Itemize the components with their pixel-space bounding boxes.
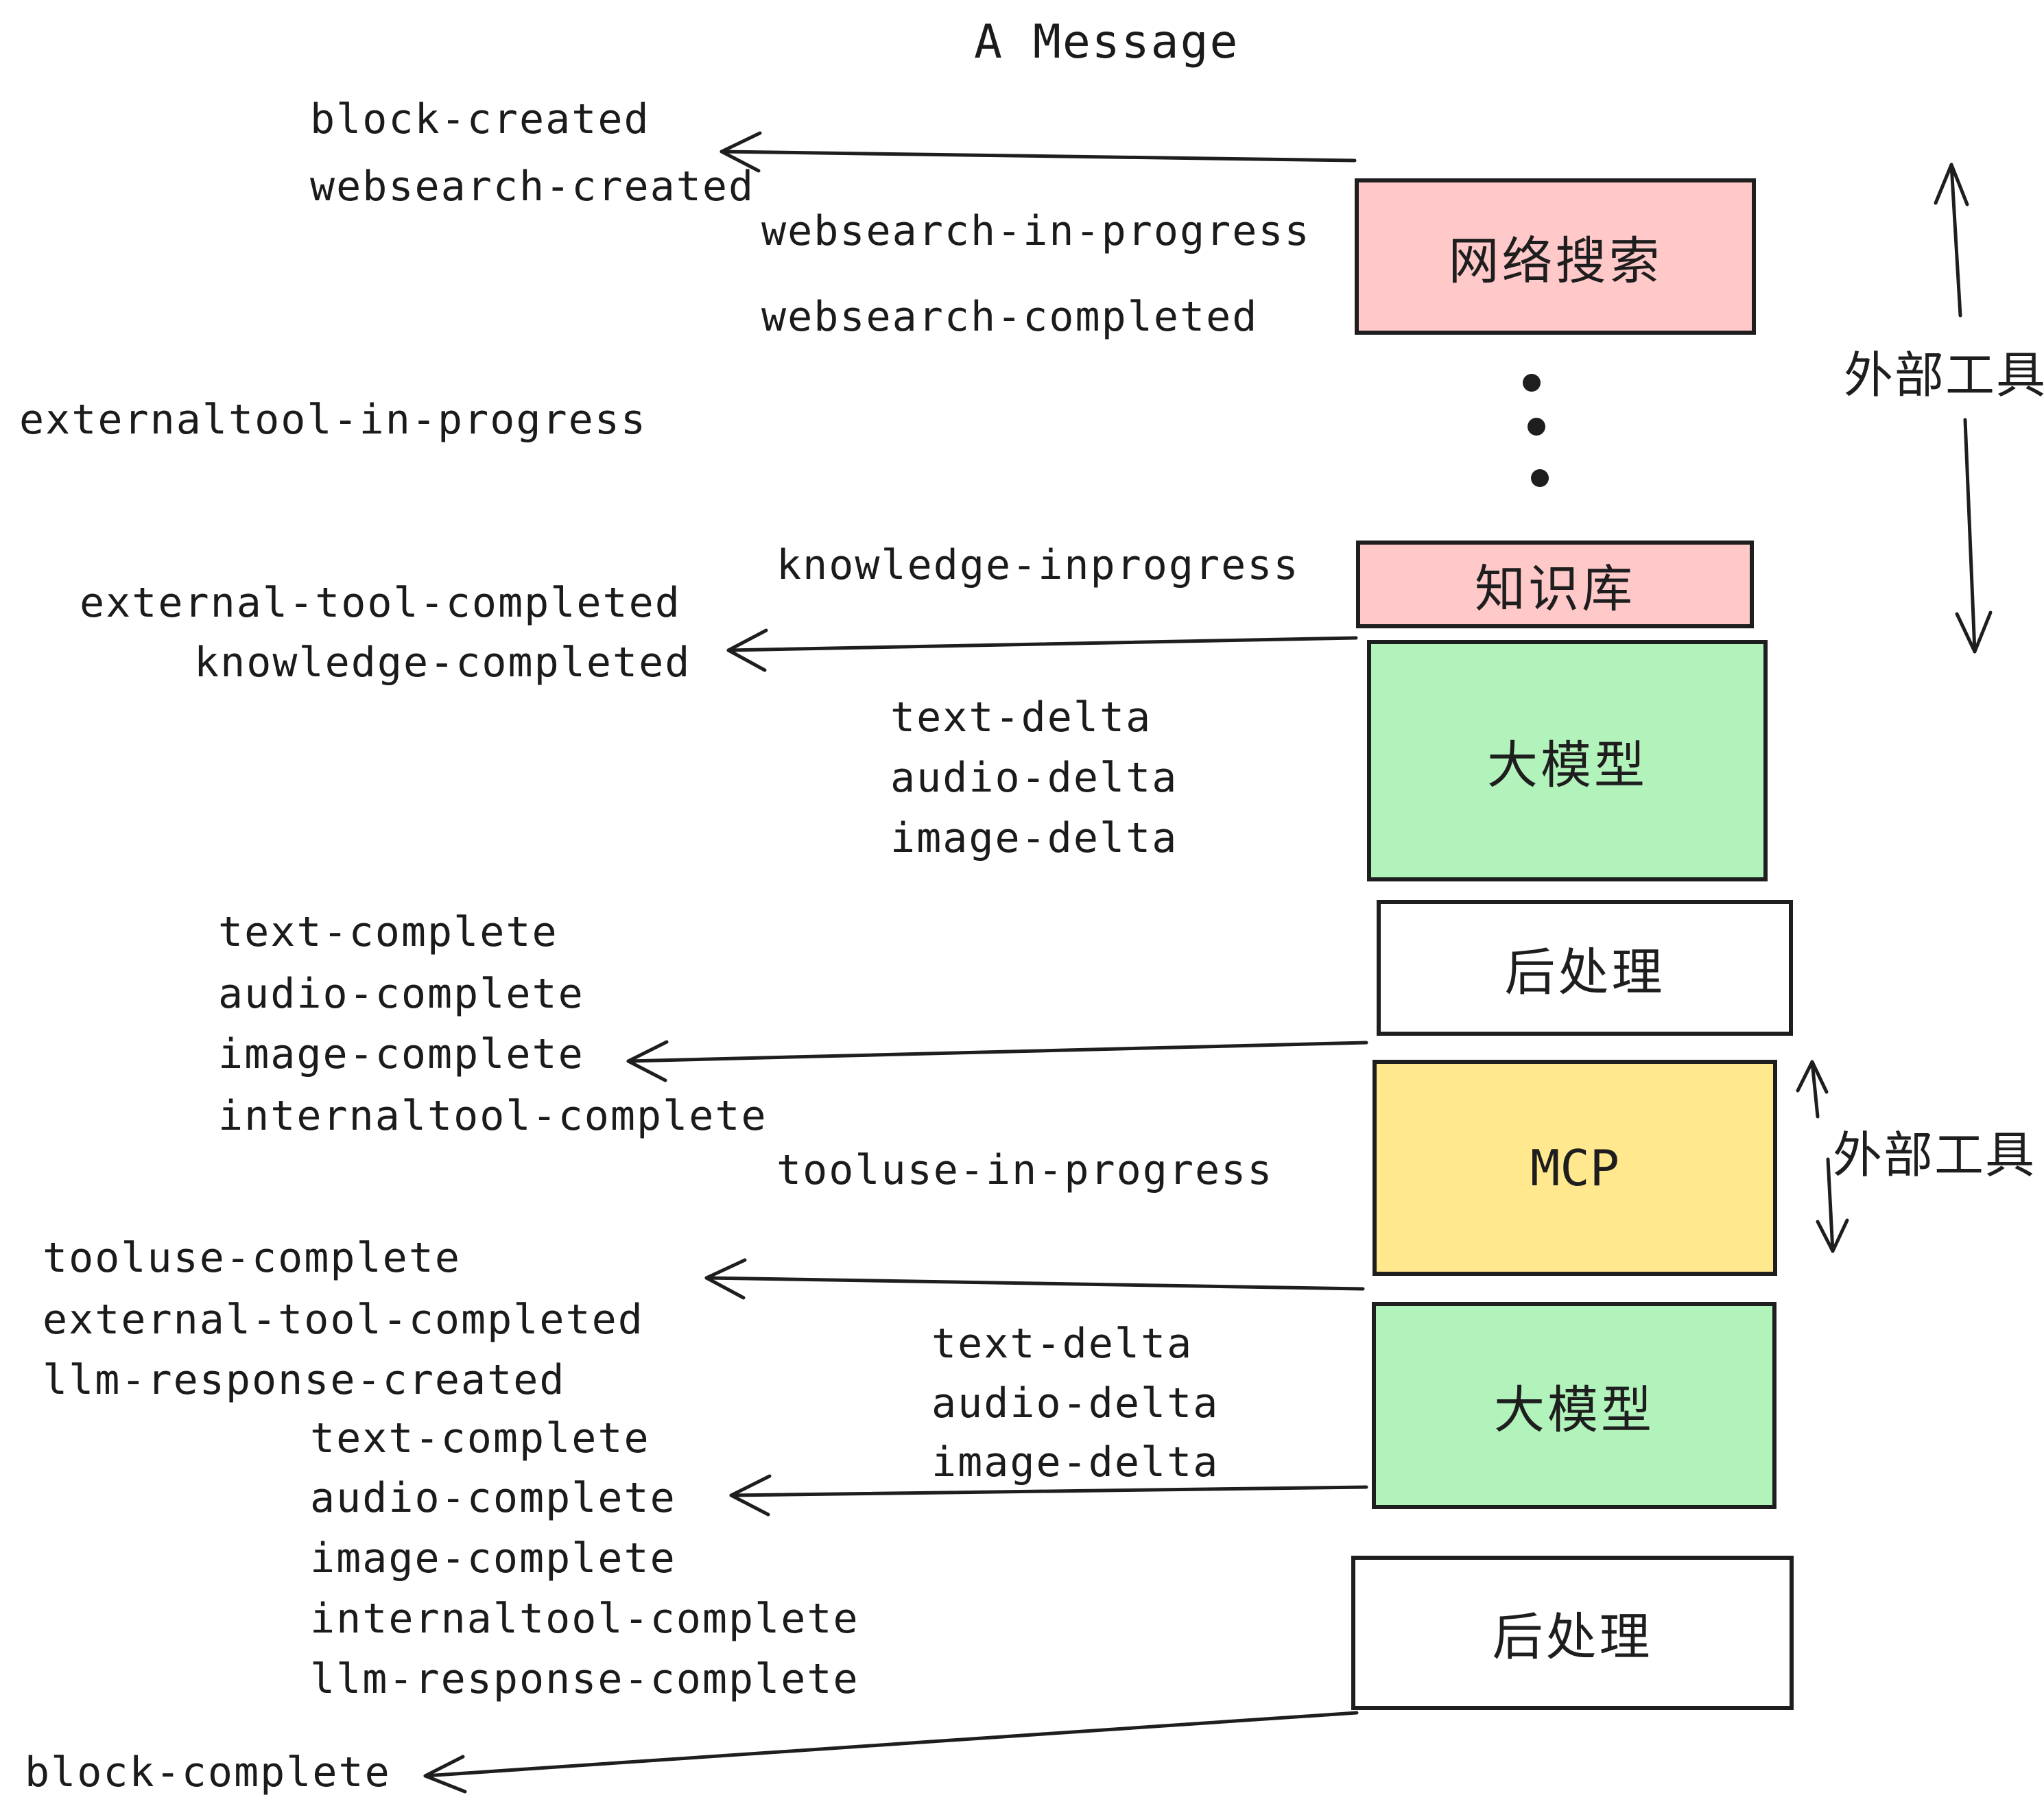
box-knowledge-label: 知识库 [1475,559,1635,619]
event-block-created: block-created [310,95,650,143]
box-websearch-label: 网络搜索 [1448,231,1663,291]
external-tools-label-bottom: 外部工具 [1833,1126,2036,1184]
event-externaltool-in-progress: externaltool-in-progress [19,396,647,444]
arrow-to-image-complete [626,1040,1368,1082]
diagram-title: A Message [974,15,1239,69]
box-postprocess-2-label: 后处理 [1492,1608,1653,1667]
box-llm-1-label: 大模型 [1487,735,1648,795]
box-llm-2: 大模型 [1372,1302,1776,1509]
external-tools-arrow-down-top [1955,418,1993,654]
box-llm-1: 大模型 [1367,640,1768,881]
external-tools-label-top: 外部工具 [1844,346,2044,404]
event-image-delta-1: image-delta [890,814,1178,862]
event-websearch-created: websearch-created [310,163,755,211]
event-external-tool-completed: external-tool-completed [80,579,681,627]
event-text-delta-1: text-delta [890,693,1152,741]
ellipsis-dots [1523,374,1549,487]
event-text-delta-2: text-delta [931,1320,1193,1368]
event-tooluse-in-progress: tooluse-in-progress [776,1146,1274,1194]
box-mcp-label: MCP [1530,1139,1620,1197]
event-internaltool-complete-2: internaltool-complete [310,1595,859,1643]
event-audio-delta-2: audio-delta [931,1379,1220,1427]
external-tools-arrow-up-top [1934,163,1969,318]
event-text-complete-2: text-complete [310,1414,650,1462]
event-tooluse-complete: tooluse-complete [43,1234,461,1282]
event-websearch-completed: websearch-completed [761,293,1259,341]
event-image-delta-2: image-delta [931,1438,1220,1486]
arrow-to-block-complete [423,1711,1359,1794]
external-tools-arrow-up-bottom [1796,1060,1829,1119]
event-websearch-in-progress: websearch-in-progress [761,207,1311,255]
arrow-to-external-tool-completed [704,1258,1365,1300]
event-external-tool-completed-2: external-tool-completed [43,1296,644,1344]
box-knowledge: 知识库 [1356,541,1754,628]
event-llm-response-created: llm-response-created [43,1356,566,1404]
box-postprocess-2: 后处理 [1351,1556,1794,1710]
arrow-to-websearch-created [720,131,1357,173]
box-mcp: MCP [1372,1060,1777,1276]
event-knowledge-inprogress: knowledge-inprogress [776,541,1300,589]
event-block-complete: block-complete [25,1748,391,1796]
box-postprocess-1: 后处理 [1377,900,1793,1036]
event-audio-complete-1: audio-complete [218,970,584,1018]
event-knowledge-completed: knowledge-completed [194,639,691,687]
event-internaltool-complete-1: internaltool-complete [218,1092,768,1140]
box-llm-2-label: 大模型 [1494,1380,1654,1440]
event-audio-complete-2: audio-complete [310,1474,676,1522]
event-audio-delta-1: audio-delta [890,754,1178,802]
box-postprocess-1-label: 后处理 [1504,942,1665,1002]
event-text-complete-1: text-complete [218,908,558,956]
event-image-complete-1: image-complete [218,1030,584,1078]
arrow-to-knowledge-completed [726,628,1358,672]
box-websearch: 网络搜索 [1355,178,1756,335]
event-image-complete-2: image-complete [310,1534,676,1582]
event-llm-response-complete: llm-response-complete [310,1655,859,1703]
